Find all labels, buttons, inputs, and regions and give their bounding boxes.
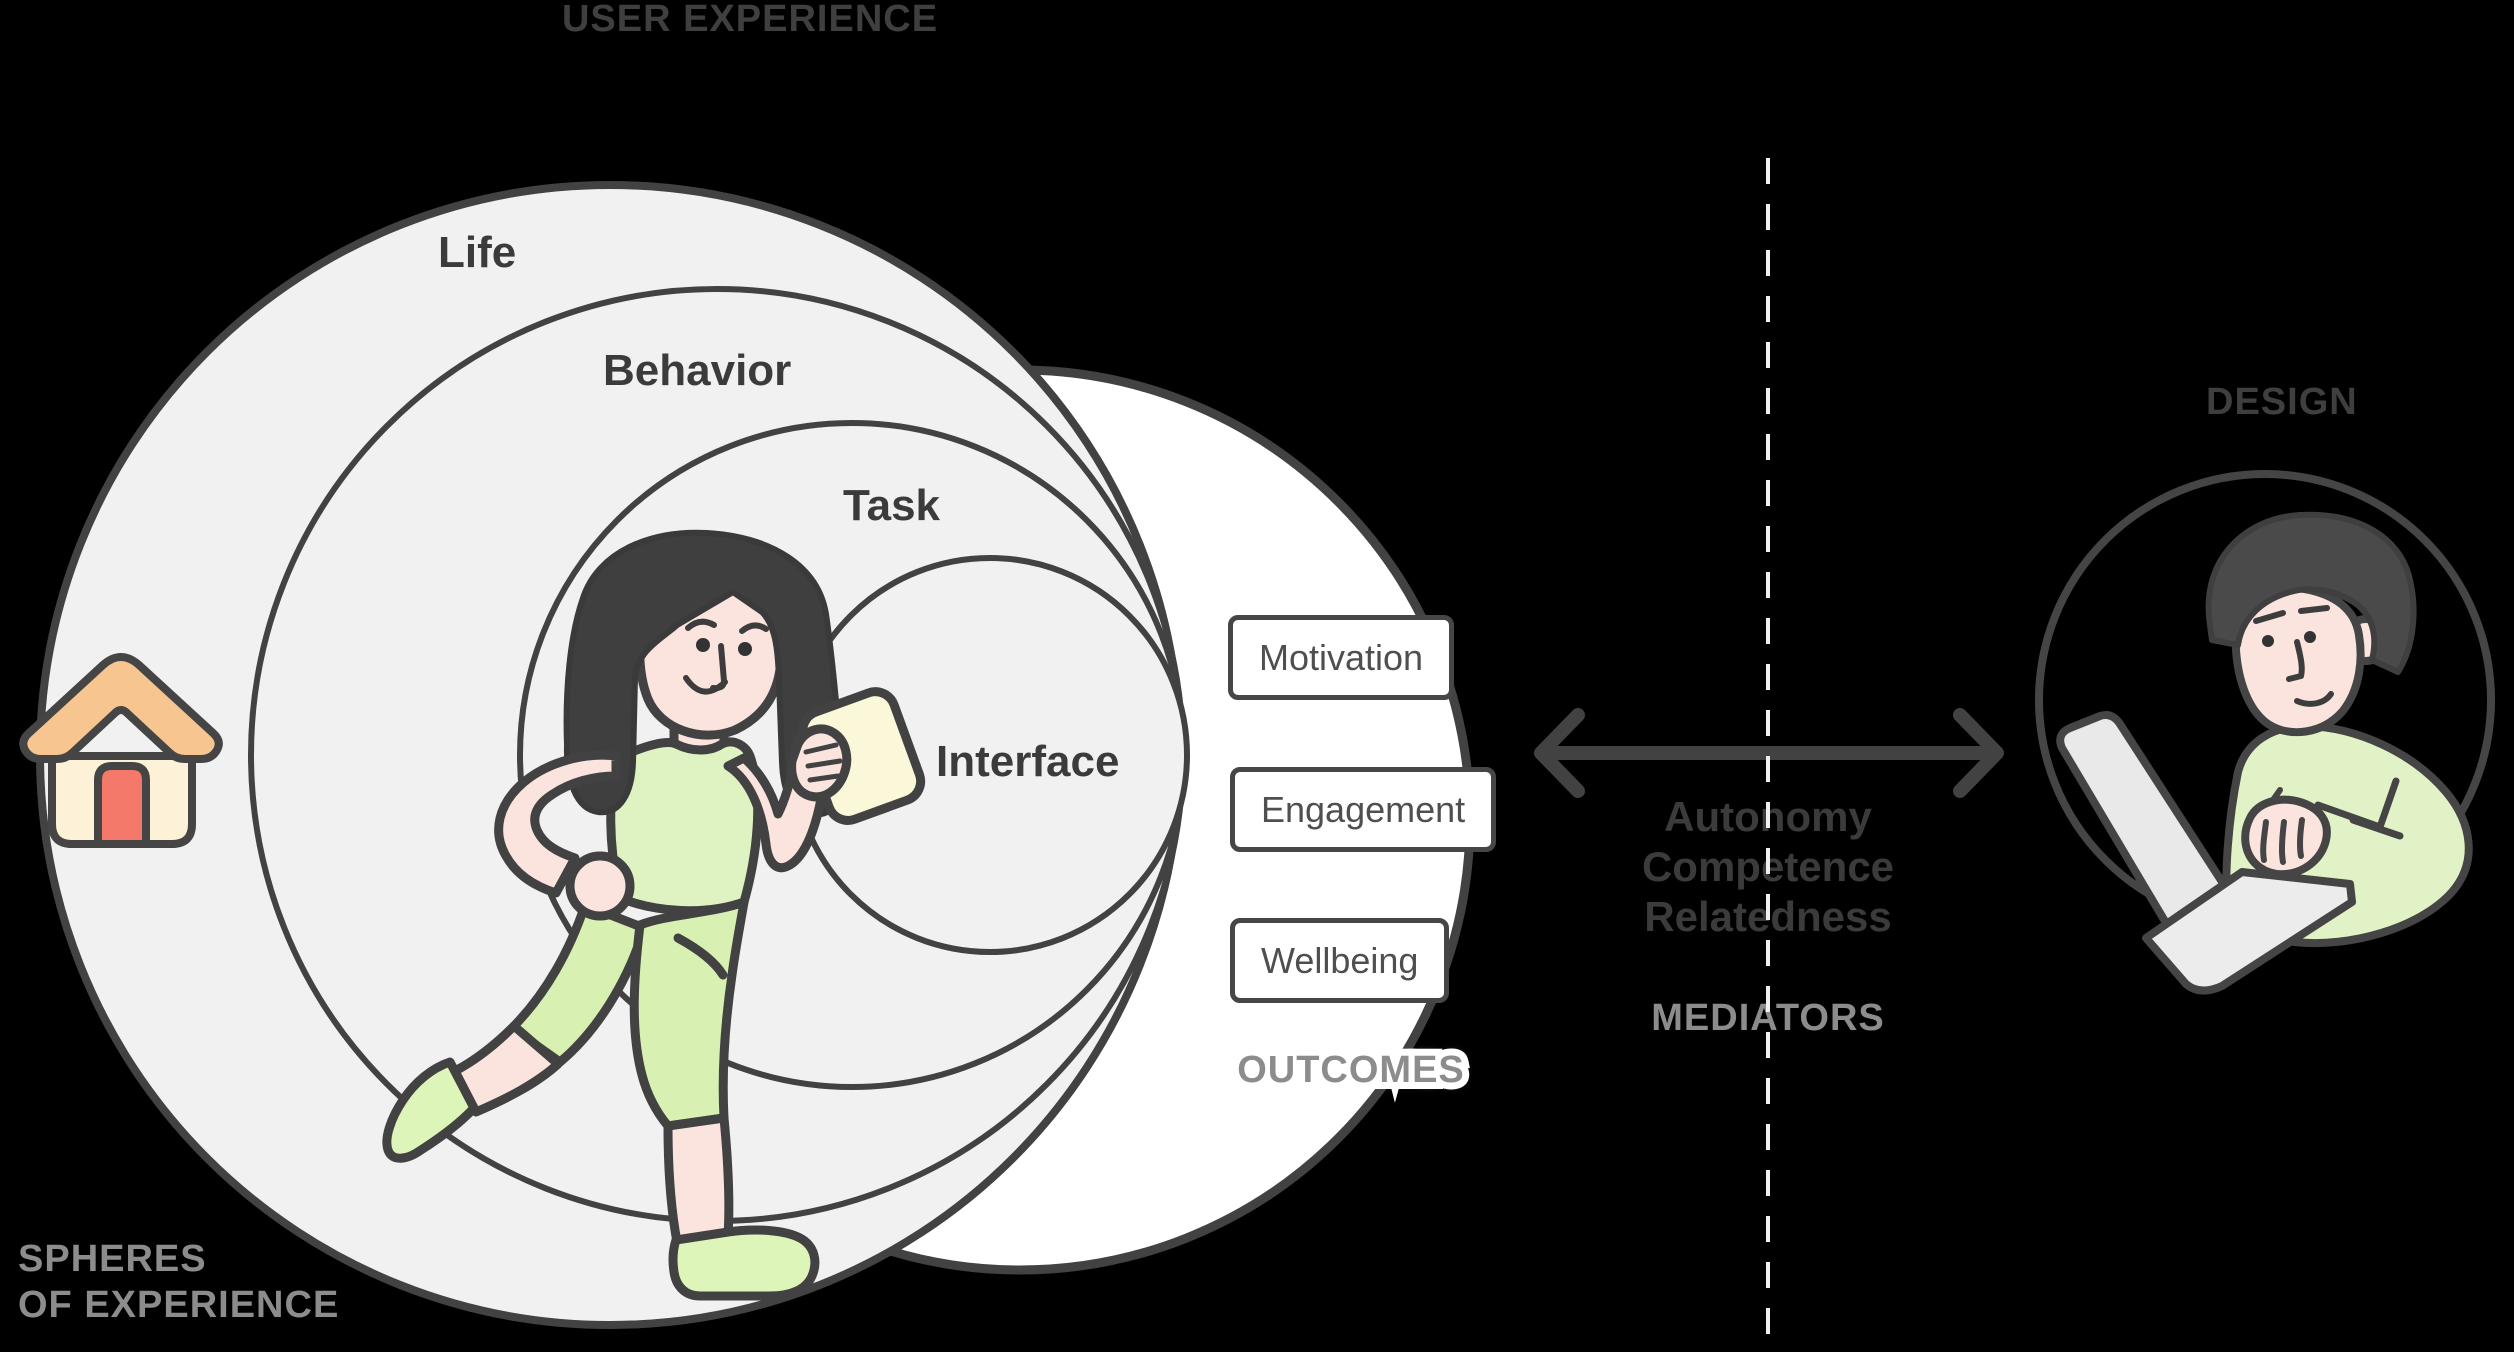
runner-face-features	[683, 618, 769, 695]
runner-left-arm	[494, 750, 621, 898]
runner-hand-fingers	[803, 742, 843, 783]
designer-at-laptop-illustration	[2035, 470, 2495, 995]
runner-left-eyebrow	[685, 618, 717, 631]
runner-right-shoe	[668, 1225, 820, 1301]
runner-fist	[565, 851, 635, 921]
arrow-right-head	[1953, 708, 2004, 798]
runner-legging-crease	[673, 933, 728, 980]
designer-sweater-seams	[2314, 777, 2404, 840]
runner-smile	[683, 675, 728, 695]
house-roof	[19, 653, 223, 763]
runner-right-eye	[738, 642, 752, 656]
arrow-left-head	[1534, 708, 1585, 798]
runner-right-leg	[629, 897, 749, 1131]
runner-left-eye	[696, 638, 710, 652]
running-woman-illustration	[382, 529, 926, 1301]
designer-right-eye	[2304, 631, 2316, 643]
house-icon	[19, 653, 223, 848]
runner-right-ankle	[663, 1113, 734, 1247]
designer-left-eye	[2262, 635, 2274, 647]
designer-face-features	[2253, 605, 2334, 707]
designer-hand	[2241, 795, 2331, 879]
designer-smile	[2294, 691, 2334, 707]
runner-left-shoe	[382, 1057, 479, 1163]
designer-hair	[2205, 511, 2417, 675]
designer-left-eyebrow	[2253, 610, 2286, 624]
designer-nose	[2286, 639, 2305, 682]
runner-right-eyebrow	[739, 622, 769, 634]
bidirectional-arrow-icon	[1534, 708, 2004, 798]
designer-laptop-deck	[2142, 868, 2356, 995]
designer-hand-fingers	[2260, 817, 2305, 865]
house-door	[94, 762, 150, 848]
designer-right-eyebrow	[2298, 605, 2330, 614]
